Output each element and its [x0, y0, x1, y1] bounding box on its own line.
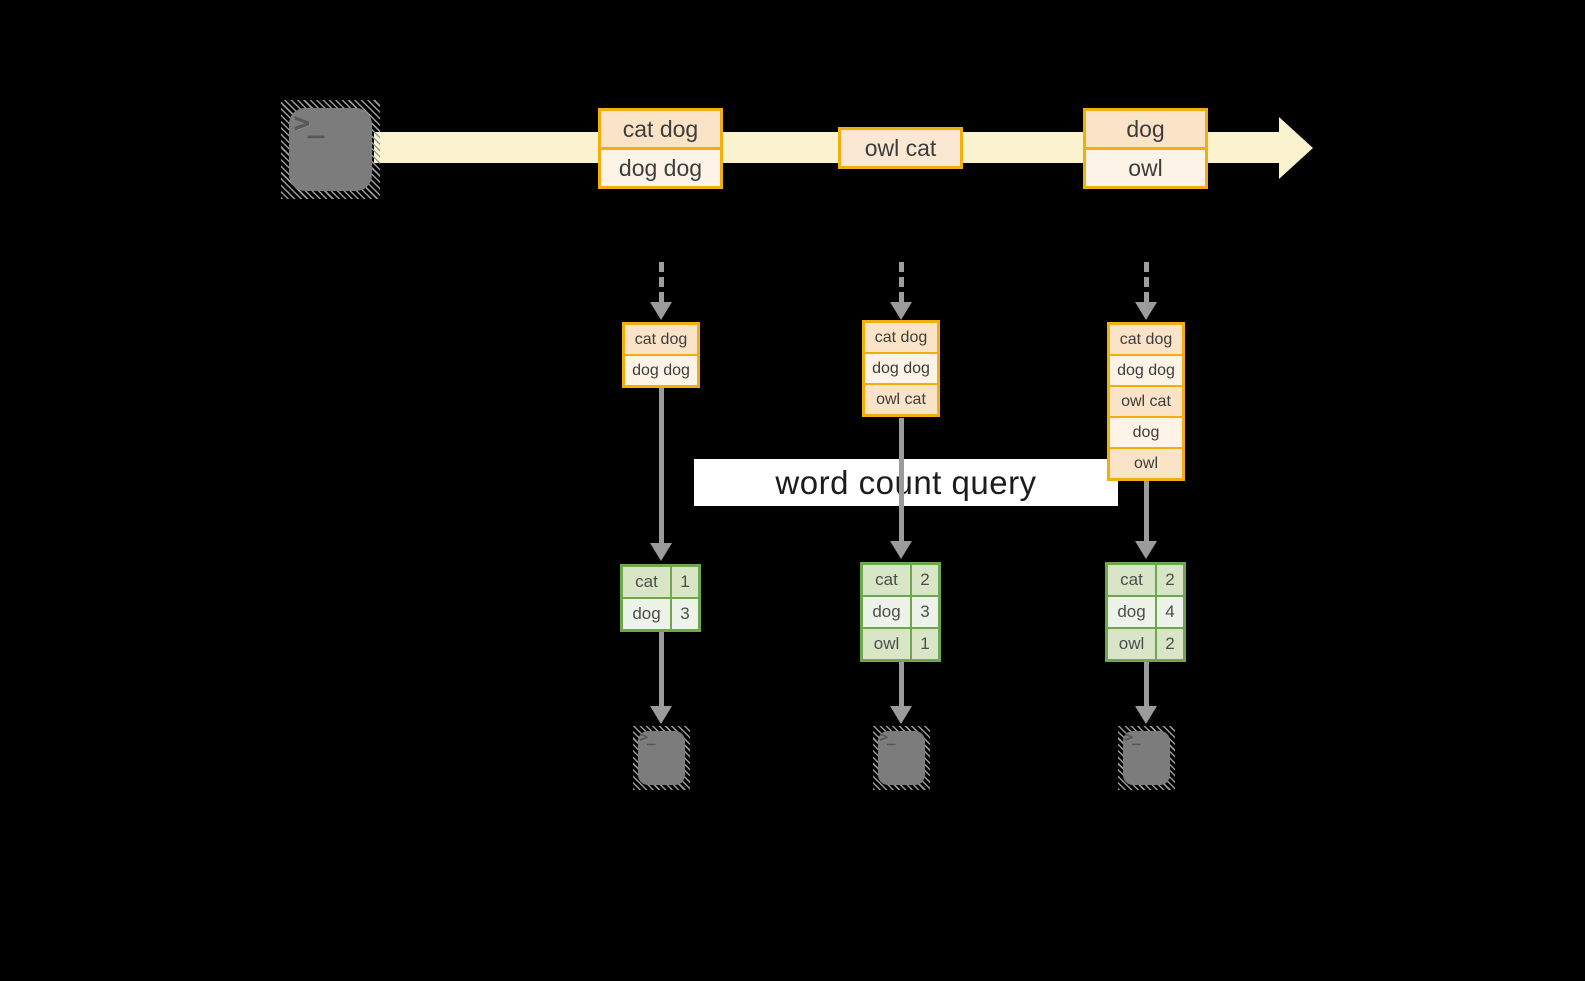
- stream-record-2: owl cat: [838, 127, 963, 169]
- table-row: dog 3: [623, 599, 698, 629]
- dashed-arrow-line: [659, 262, 664, 302]
- query-banner: word count query: [694, 459, 1118, 506]
- terminal-screen: [638, 731, 685, 785]
- terminal-icon: >_: [873, 726, 930, 790]
- buffer-line: dog dog: [1110, 356, 1182, 385]
- word-cell: owl: [863, 629, 910, 659]
- stream-arrowhead-icon: [1279, 117, 1313, 179]
- count-cell: 2: [1157, 629, 1183, 659]
- count-table-1: cat 1 dog 3: [620, 564, 701, 632]
- record-buffer-3: cat dog dog dog owl cat dog owl: [1107, 322, 1185, 481]
- flow-arrow-line: [899, 662, 904, 706]
- word-cell: cat: [623, 567, 670, 597]
- word-cell: cat: [863, 565, 910, 595]
- stream-record-3: dog owl: [1083, 108, 1208, 189]
- flow-arrowhead-icon: [1135, 541, 1157, 559]
- word-cell: cat: [1108, 565, 1155, 595]
- word-cell: dog: [623, 599, 670, 629]
- buffer-line: owl cat: [865, 385, 937, 414]
- count-cell: 3: [672, 599, 698, 629]
- count-cell: 2: [912, 565, 938, 595]
- record-line: owl cat: [841, 130, 960, 166]
- table-row: dog 3: [863, 597, 938, 627]
- record-line: owl: [1086, 150, 1205, 186]
- prompt-icon: >_: [1125, 730, 1141, 746]
- record-line: dog: [1086, 111, 1205, 147]
- count-table-2: cat 2 dog 3 owl 1: [860, 562, 941, 662]
- record-line: cat dog: [601, 111, 720, 147]
- table-row: cat 1: [623, 567, 698, 597]
- flow-arrowhead-icon: [890, 706, 912, 724]
- flow-arrow-line: [659, 388, 664, 543]
- flow-arrowhead-icon: [650, 706, 672, 724]
- terminal-screen: [289, 108, 372, 191]
- record-buffer-1: cat dog dog dog: [622, 322, 700, 388]
- dashed-arrowhead-icon: [650, 302, 672, 320]
- flow-arrowhead-icon: [1135, 706, 1157, 724]
- table-row: owl 2: [1108, 629, 1183, 659]
- dashed-arrowhead-icon: [890, 302, 912, 320]
- buffer-line: cat dog: [1110, 325, 1182, 354]
- buffer-line: dog dog: [865, 354, 937, 383]
- table-row: cat 2: [1108, 565, 1183, 595]
- count-table-3: cat 2 dog 4 owl 2: [1105, 562, 1186, 662]
- buffer-line: cat dog: [625, 325, 697, 354]
- terminal-icon: >_: [281, 100, 380, 199]
- count-cell: 2: [1157, 565, 1183, 595]
- record-line: dog dog: [601, 150, 720, 186]
- flow-arrow-line: [899, 418, 904, 541]
- count-cell: 1: [912, 629, 938, 659]
- count-cell: 1: [672, 567, 698, 597]
- prompt-icon: >_: [640, 730, 656, 746]
- buffer-line: owl: [1110, 449, 1182, 478]
- word-cell: owl: [1108, 629, 1155, 659]
- word-cell: dog: [1108, 597, 1155, 627]
- table-row: owl 1: [863, 629, 938, 659]
- flow-arrow-line: [1144, 481, 1149, 541]
- terminal-screen: [1123, 731, 1170, 785]
- buffer-line: owl cat: [1110, 387, 1182, 416]
- prompt-icon: >_: [294, 108, 324, 139]
- record-buffer-2: cat dog dog dog owl cat: [862, 320, 940, 417]
- count-cell: 3: [912, 597, 938, 627]
- buffer-line: dog: [1110, 418, 1182, 447]
- word-cell: dog: [863, 597, 910, 627]
- table-row: cat 2: [863, 565, 938, 595]
- buffer-line: dog dog: [625, 356, 697, 385]
- count-cell: 4: [1157, 597, 1183, 627]
- query-banner-label: word count query: [775, 463, 1037, 501]
- flow-arrowhead-icon: [650, 543, 672, 561]
- dashed-arrow-line: [1144, 262, 1149, 302]
- dashed-arrowhead-icon: [1135, 302, 1157, 320]
- dashed-arrow-line: [899, 262, 904, 302]
- table-row: dog 4: [1108, 597, 1183, 627]
- terminal-icon: >_: [1118, 726, 1175, 790]
- terminal-icon: >_: [633, 726, 690, 790]
- flow-arrow-line: [659, 632, 664, 706]
- prompt-icon: >_: [880, 730, 896, 746]
- flow-arrowhead-icon: [890, 541, 912, 559]
- stream-record-1: cat dog dog dog: [598, 108, 723, 189]
- flow-arrow-line: [1144, 662, 1149, 706]
- buffer-line: cat dog: [865, 323, 937, 352]
- terminal-screen: [878, 731, 925, 785]
